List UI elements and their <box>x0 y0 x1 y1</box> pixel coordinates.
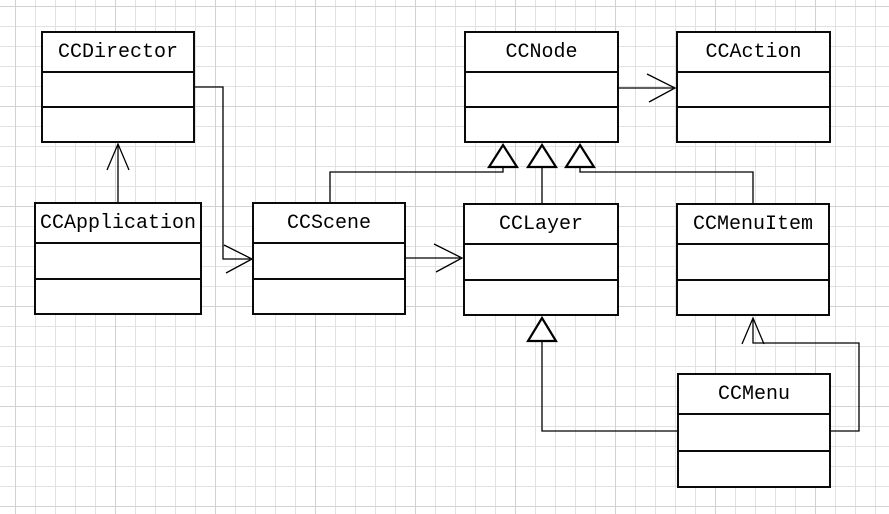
class-ccmenu[interactable]: CCMenu <box>677 373 831 488</box>
edge-ccmenu-cclayer[interactable] <box>526 315 677 432</box>
class-name: CCLayer <box>498 212 583 236</box>
class-ccscene[interactable]: CCScene <box>252 202 406 315</box>
edge-ccnode-ccaction[interactable] <box>619 73 677 103</box>
generalization-triangle-icon <box>563 142 597 169</box>
edge-ccscene-ccnode[interactable] <box>329 142 520 202</box>
class-name: CCScene <box>286 211 371 235</box>
class-name: CCMenuItem <box>692 212 814 236</box>
class-name: CCApplication <box>39 211 197 235</box>
edge-cclayer-ccnode[interactable] <box>525 142 559 203</box>
class-name: CCNode <box>505 40 578 64</box>
attributes-compartment <box>254 242 404 278</box>
attributes-compartment <box>679 413 829 450</box>
open-arrowhead-icon <box>646 73 677 103</box>
open-arrowhead-icon <box>106 142 130 171</box>
edge-ccdirector-ccscene[interactable] <box>195 86 254 274</box>
attributes-compartment <box>43 71 193 106</box>
class-ccnode[interactable]: CCNode <box>464 31 619 143</box>
edge-ccapplication-ccdirector[interactable] <box>106 142 130 202</box>
methods-compartment <box>465 278 617 314</box>
methods-compartment <box>36 277 200 313</box>
class-name: CCAction <box>705 40 802 64</box>
attributes-compartment <box>465 243 617 279</box>
open-arrowhead-icon <box>433 243 464 273</box>
class-ccmenuitem[interactable]: CCMenuItem <box>676 203 830 316</box>
methods-compartment <box>679 449 829 486</box>
edge-ccmenu-ccmenuitem[interactable] <box>741 316 860 432</box>
attributes-compartment <box>36 242 200 278</box>
attributes-compartment <box>678 243 828 279</box>
class-cclayer[interactable]: CCLayer <box>463 203 619 316</box>
generalization-triangle-icon <box>486 142 520 169</box>
class-ccdirector[interactable]: CCDirector <box>41 31 195 143</box>
attributes-compartment <box>466 71 617 106</box>
class-name: CCDirector <box>57 40 179 64</box>
edge-ccmenuitem-ccnode[interactable] <box>563 142 754 203</box>
methods-compartment <box>254 277 404 313</box>
methods-compartment <box>678 278 828 314</box>
methods-compartment <box>43 106 193 141</box>
generalization-triangle-icon <box>526 315 558 343</box>
class-ccapplication[interactable]: CCApplication <box>34 202 202 315</box>
generalization-triangle-icon <box>525 142 559 169</box>
methods-compartment <box>678 106 829 141</box>
open-arrowhead-icon <box>741 316 765 345</box>
class-name: CCMenu <box>717 382 790 406</box>
attributes-compartment <box>678 71 829 106</box>
methods-compartment <box>466 106 617 141</box>
edge-ccscene-cclayer[interactable] <box>406 243 464 273</box>
class-ccaction[interactable]: CCAction <box>676 31 831 143</box>
